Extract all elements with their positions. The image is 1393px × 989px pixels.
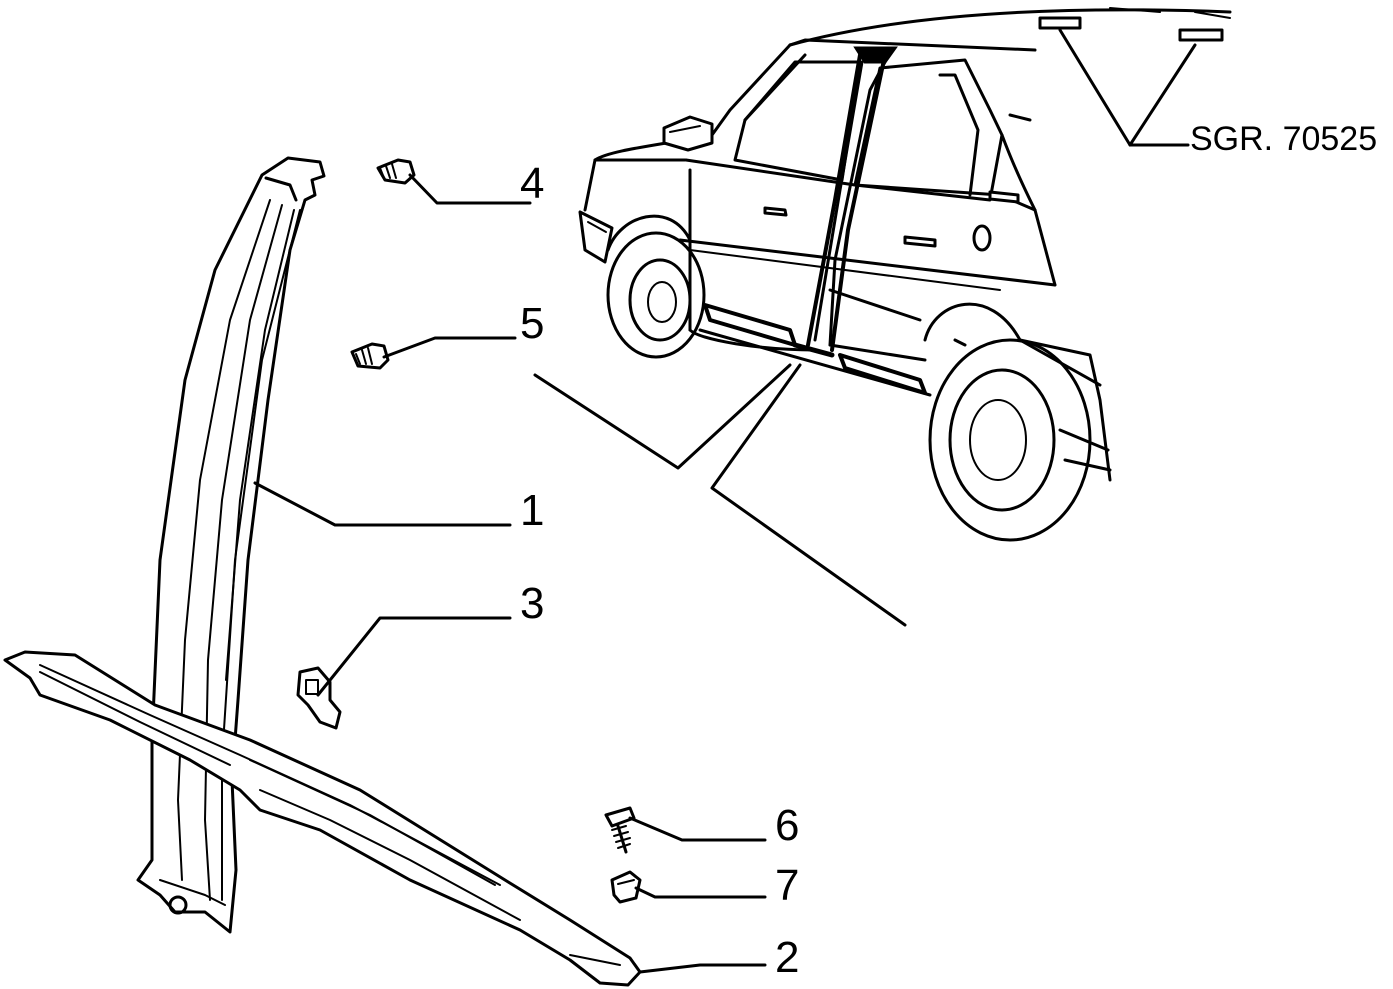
leader-2 — [638, 963, 767, 974]
callout-6: 6 — [775, 801, 799, 850]
leader-4 — [408, 173, 532, 205]
clip-part-5 — [350, 342, 390, 370]
callout-1: 1 — [520, 486, 544, 535]
callout-4: 4 — [520, 159, 544, 208]
callout-3: 3 — [520, 579, 544, 628]
leader-lines — [253, 173, 767, 974]
leader-1 — [253, 481, 512, 527]
screw-part — [604, 806, 636, 854]
car-illustration — [533, 7, 1232, 627]
leader-6 — [628, 816, 767, 842]
leader-7 — [634, 886, 767, 899]
leader-3 — [316, 616, 512, 697]
callout-5: 5 — [520, 299, 544, 348]
callout-7: 7 — [775, 861, 799, 910]
reference-code: SGR. 70525 — [1190, 120, 1377, 158]
callout-2: 2 — [775, 933, 799, 982]
grommet-part — [610, 870, 642, 904]
leader-5 — [382, 336, 517, 359]
clip-part-4 — [376, 158, 416, 185]
sill-trim-part — [3, 650, 642, 987]
